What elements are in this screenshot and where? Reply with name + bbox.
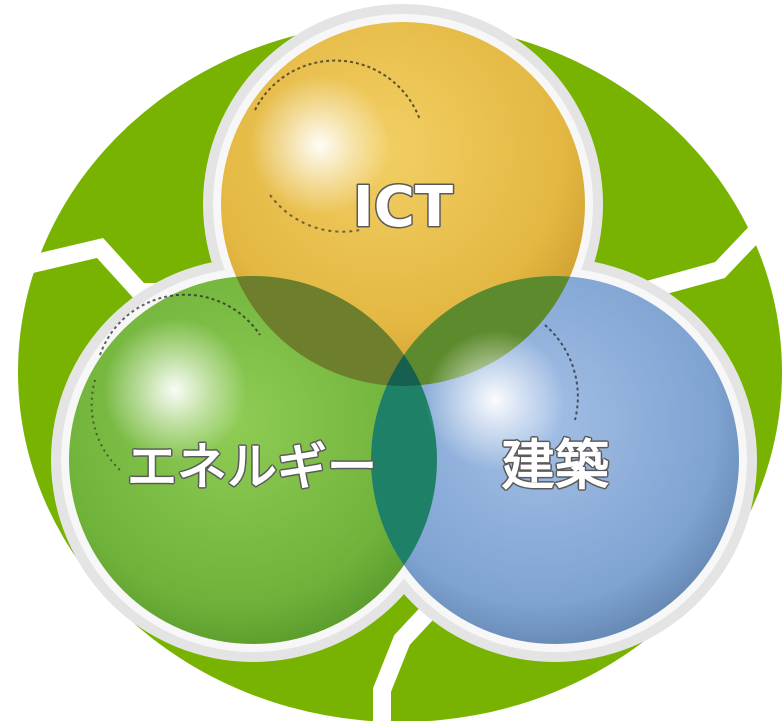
- label-architecture: 建築: [501, 434, 610, 497]
- highlight-architecture: [425, 324, 579, 470]
- highlight-energy: [90, 293, 261, 471]
- highlight-ict: [250, 59, 421, 233]
- ring-notch-right: [637, 216, 783, 301]
- ring-notch-bottom: [373, 603, 437, 721]
- label-energy: エネルギー: [127, 438, 377, 496]
- label-ict: ICT: [353, 175, 453, 240]
- overlap-ict-energy: [221, 276, 437, 386]
